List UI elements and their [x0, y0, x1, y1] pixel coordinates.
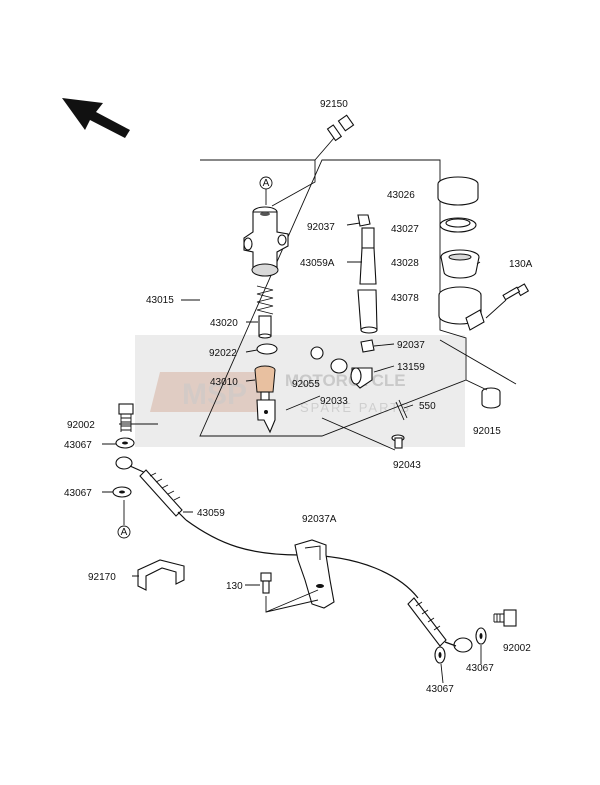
bolt-92002-left [118, 403, 134, 432]
bolt-92150 [326, 114, 355, 142]
hose-43059a [357, 227, 378, 334]
label-43026: 43026 [387, 190, 415, 201]
cap-43026 [437, 176, 479, 206]
fitting-13159 [350, 367, 373, 389]
ring-92022 [256, 343, 278, 355]
label-92037-bottom: 92037 [397, 340, 425, 351]
label-550: 550 [419, 401, 436, 412]
watermark: MSP MOTORCYCLE SPARE PARTS [135, 335, 465, 447]
label-43078: 43078 [391, 293, 419, 304]
marker-a-top: A [259, 176, 273, 205]
bracket-92037a [294, 539, 335, 609]
label-92055: 92055 [292, 379, 320, 390]
watermark-name: MOTORCYCLE [285, 371, 406, 390]
cotter-pin-550 [395, 399, 408, 421]
spring-43020 [256, 285, 274, 339]
clamp-92170 [137, 559, 185, 591]
master-cylinder-body [243, 206, 289, 277]
label-92150: 92150 [320, 99, 348, 110]
label-43059: 43059 [197, 508, 225, 519]
washer-43067-upper [115, 437, 135, 449]
clip-92037-top [357, 214, 371, 227]
label-92002-left: 92002 [67, 420, 95, 431]
washer-43067-lower [112, 486, 132, 498]
bolt-92002-right [493, 609, 517, 627]
label-92043: 92043 [393, 460, 421, 471]
o-ring-92055 [310, 346, 324, 360]
watermark-logo: MSP [150, 372, 270, 412]
collar-92015 [481, 387, 501, 409]
washer-43067-c [434, 646, 446, 664]
label-130a: 130A [509, 259, 533, 270]
label-43067-c: 43067 [466, 663, 494, 674]
label-ticks [102, 222, 482, 684]
label-43020: 43020 [210, 318, 238, 329]
label-92033: 92033 [320, 396, 348, 407]
push-rod-43010 [254, 365, 276, 434]
leader-92150 [271, 137, 335, 207]
label-92037a: 92037A [302, 514, 337, 525]
bolt-130a [502, 283, 530, 301]
label-43027: 43027 [391, 224, 419, 235]
svg-text:A: A [121, 527, 128, 538]
label-92015: 92015 [473, 426, 501, 437]
label-43010: 43010 [210, 377, 238, 388]
label-43067-upper: 43067 [64, 440, 92, 451]
pin-92043 [391, 434, 405, 449]
leader-lines [285, 299, 517, 451]
diaphragm-43028 [440, 249, 480, 279]
label-92037-top: 92037 [307, 222, 335, 233]
label-43067-lower: 43067 [64, 488, 92, 499]
bolt-130 [260, 572, 272, 594]
label-92170: 92170 [88, 572, 116, 583]
leader-130 [265, 589, 319, 613]
label-130: 130 [226, 581, 243, 592]
label-92022: 92022 [209, 348, 237, 359]
marker-a-bottom: A [117, 500, 131, 539]
label-43028: 43028 [391, 258, 419, 269]
label-13159: 13159 [397, 362, 425, 373]
reservoir-43078 [438, 286, 485, 331]
svg-text:A: A [263, 178, 270, 189]
label-43067-d: 43067 [426, 684, 454, 695]
circlip-92033 [330, 358, 348, 374]
label-43015: 43015 [146, 295, 174, 306]
svg-text:MSP: MSP [182, 378, 247, 411]
label-43059a: 43059A [300, 258, 335, 269]
direction-arrow-icon [62, 98, 130, 138]
plate-43027 [439, 217, 477, 233]
watermark-tagline: SPARE PARTS [300, 400, 411, 415]
clip-92037-bottom [360, 339, 375, 353]
hose-lower-end [407, 597, 473, 653]
label-92002-right: 92002 [503, 643, 531, 654]
washer-43067-d [475, 627, 487, 645]
